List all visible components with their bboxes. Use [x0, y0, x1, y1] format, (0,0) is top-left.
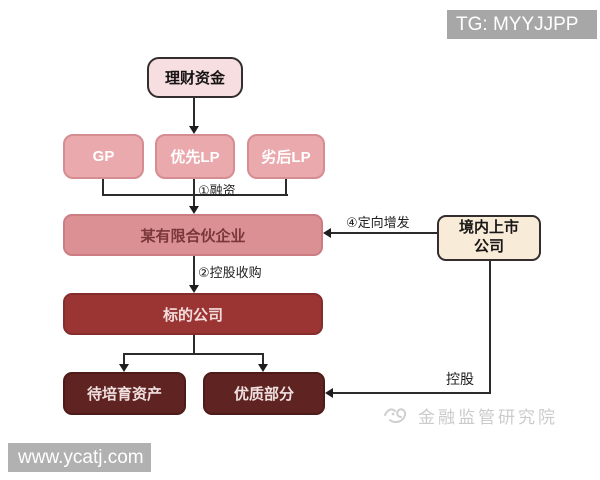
- node-quality-assets: 优质部分: [203, 372, 325, 415]
- connector-financing-bar: [102, 194, 288, 196]
- edge-label-financing: ①融资: [198, 183, 236, 198]
- connector-junior-down: [285, 179, 287, 196]
- arrowhead-left-icon: [323, 228, 331, 238]
- node-listed-company-line2: 公司: [473, 238, 504, 255]
- connector-gp-down: [102, 179, 104, 196]
- connector-split-right: [262, 353, 264, 365]
- institute-watermark-text: 金融监管研究院: [418, 408, 558, 427]
- arrowhead-left-icon: [325, 388, 333, 398]
- node-gp: GP: [63, 134, 144, 179]
- connector-placement: [331, 232, 437, 234]
- institute-logo-icon: [382, 401, 414, 432]
- connector-holding-down: [489, 261, 491, 393]
- edge-label-acquisition: ②控股收购: [198, 265, 262, 280]
- connector-acquisition: [193, 256, 195, 286]
- arrowhead-down-icon: [258, 364, 268, 372]
- connector-wealth-to-senior: [193, 98, 195, 128]
- node-junior-lp: 劣后LP: [247, 134, 325, 179]
- edge-label-holding: 控股: [446, 371, 474, 387]
- node-senior-lp: 优先LP: [155, 134, 235, 179]
- edge-label-placement: ④定向增发: [346, 215, 410, 230]
- node-listed-company: 境内上市 公司: [437, 215, 541, 261]
- connector-split-left: [123, 353, 125, 365]
- tg-contact-badge: TG: MYYJJPP: [447, 10, 597, 39]
- arrowhead-down-icon: [119, 364, 129, 372]
- arrowhead-down-icon: [189, 126, 199, 134]
- node-partnership: 某有限合伙企业: [63, 214, 323, 256]
- node-listed-company-line1: 境内上市: [458, 219, 519, 237]
- node-incubating-assets: 待培育资产: [63, 372, 186, 415]
- node-target-company: 标的公司: [63, 293, 323, 335]
- connector-target-down: [193, 335, 195, 355]
- connector-financing-center: [193, 179, 195, 207]
- node-wealth-funds: 理财资金: [147, 57, 243, 98]
- arrowhead-down-icon: [189, 206, 199, 214]
- arrowhead-down-icon: [189, 285, 199, 293]
- connector-split-bar: [123, 353, 264, 355]
- connector-holding-bar: [333, 392, 491, 394]
- website-badge: www.ycatj.com: [8, 443, 151, 472]
